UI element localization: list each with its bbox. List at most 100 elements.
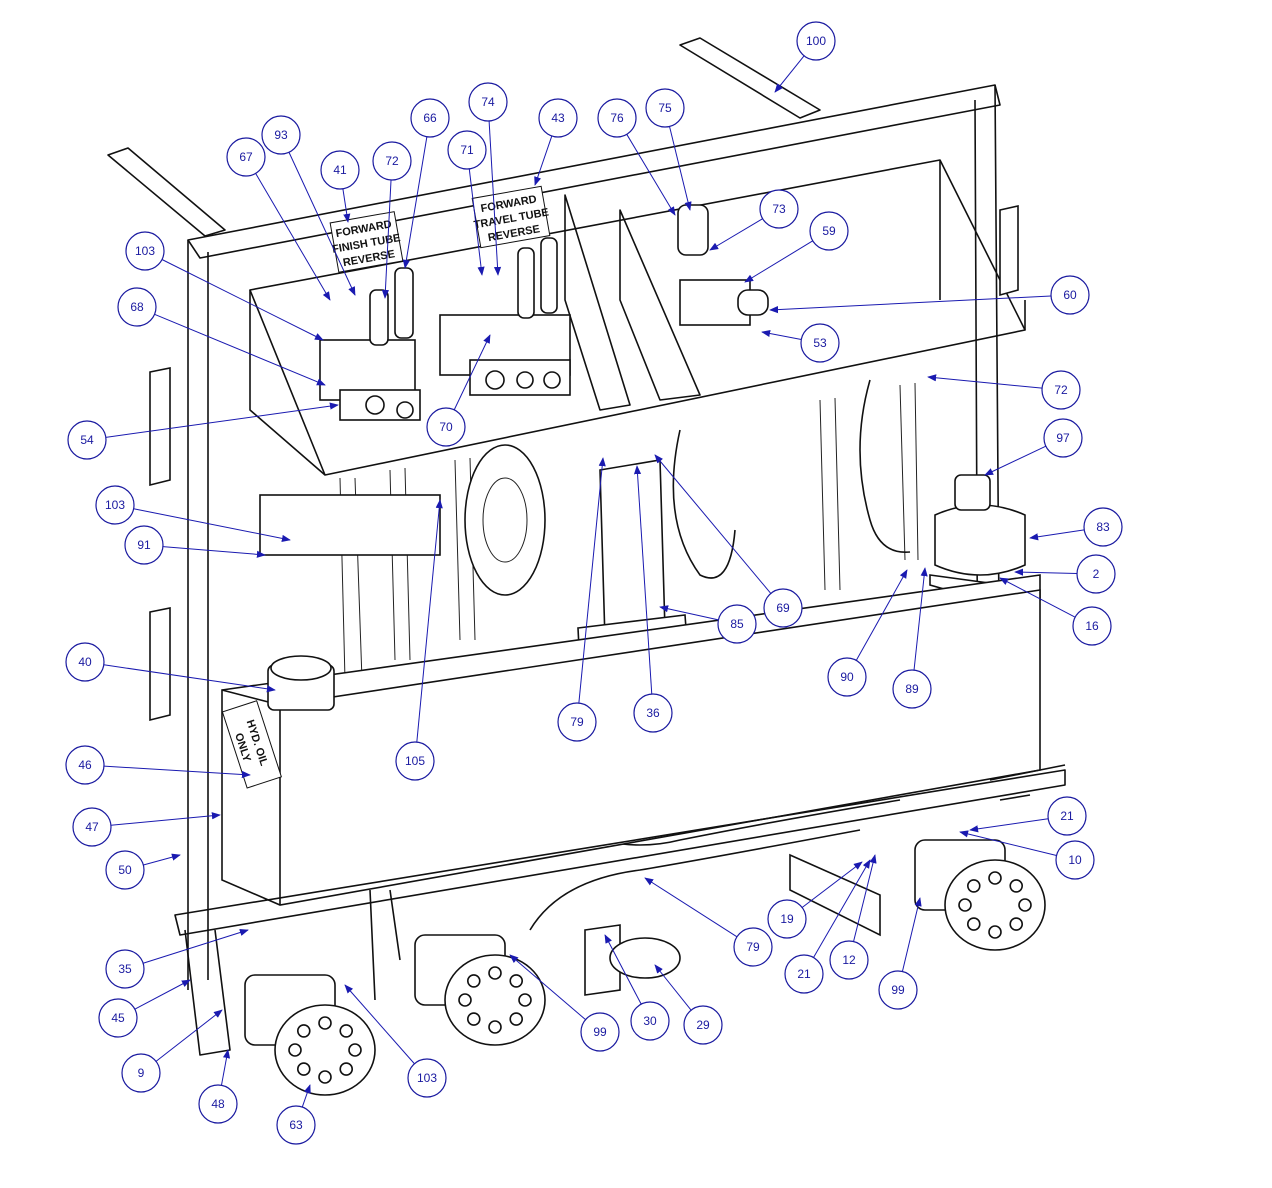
callout-number: 103 [105, 498, 125, 512]
leader-line [744, 240, 814, 283]
leader-line [626, 134, 676, 216]
bolt-icon [348, 1043, 362, 1057]
balloon-circle [796, 21, 836, 61]
leader-line [161, 259, 324, 341]
balloon-circle [878, 970, 918, 1010]
balloon-circle [395, 741, 435, 781]
leader-line [103, 664, 276, 693]
leader-line [855, 569, 908, 661]
valve-block-finish [319, 267, 421, 421]
balloon-circle [117, 287, 157, 327]
leader-line [453, 334, 491, 411]
balloon-circle [829, 940, 869, 980]
callout-number: 30 [643, 1014, 657, 1028]
callout-number: 76 [610, 111, 624, 125]
callout-number: 9 [138, 1066, 145, 1080]
leader-line [633, 465, 653, 695]
bolt-icon [466, 974, 481, 988]
callout-91: 91 [124, 525, 266, 565]
callout-12: 12 [829, 854, 877, 980]
callout-number: 35 [118, 962, 132, 976]
leader-line [154, 313, 326, 386]
callout-number: 71 [460, 143, 474, 157]
balloon-circle [1076, 554, 1116, 594]
callout-number: 12 [842, 953, 856, 967]
callout-9: 9 [121, 1009, 223, 1093]
finish-tube-placard: FORWARD FINISH TUBE REVERSE [329, 211, 404, 273]
leader-line [604, 934, 642, 1005]
callout-number: 45 [111, 1011, 125, 1025]
bolt-icon [318, 1070, 332, 1084]
callout-41: 41 [320, 150, 360, 223]
leader-line [774, 55, 805, 93]
callout-50: 50 [105, 850, 181, 890]
balloon-circle [683, 1005, 723, 1045]
callout-number: 83 [1096, 520, 1110, 534]
balloon-circle [410, 98, 450, 138]
leader-line [853, 854, 877, 942]
callout-103: 103 [344, 984, 447, 1098]
balloon-circle [580, 1012, 620, 1052]
callout-number: 79 [570, 715, 584, 729]
leader-line [509, 954, 586, 1021]
bolt-icon [1009, 879, 1024, 893]
leader-line [644, 877, 738, 938]
callout-67: 67 [226, 137, 331, 301]
callout-97: 97 [984, 418, 1083, 476]
leader-line [654, 964, 692, 1011]
callout-59: 59 [744, 211, 849, 283]
callout-99: 99 [509, 954, 620, 1052]
callout-29: 29 [654, 964, 723, 1045]
leader-line [220, 1049, 231, 1086]
bolt-icon [1009, 917, 1024, 931]
callout-47: 47 [72, 807, 221, 847]
balloon-circle [1083, 507, 1123, 547]
balloon-circle [827, 657, 867, 697]
balloon-circle [759, 189, 799, 229]
callout-number: 79 [746, 940, 760, 954]
callout-number: 21 [797, 967, 811, 981]
balloon-circle [226, 137, 266, 177]
leader-line [342, 188, 351, 223]
bolt-icon [339, 1024, 354, 1038]
leader-line [927, 374, 1043, 389]
leader-line [344, 984, 415, 1065]
callout-76: 76 [597, 98, 676, 216]
callout-number: 73 [772, 202, 786, 216]
leader-line [578, 457, 606, 704]
balloon-circle [124, 525, 164, 565]
callout-43: 43 [534, 98, 578, 186]
bolt-icon [958, 898, 972, 912]
valve-block-travel [439, 237, 571, 396]
callout-number: 40 [78, 655, 92, 669]
bolt-icon [318, 1016, 332, 1030]
callout-35: 35 [105, 929, 249, 989]
leader-line [402, 136, 428, 269]
callout-number: 69 [776, 601, 790, 615]
callout-number: 91 [137, 538, 151, 552]
callout-93: 93 [261, 115, 356, 296]
callout-16: 16 [999, 577, 1112, 646]
callout-79: 79 [557, 457, 606, 742]
callout-number: 59 [822, 224, 836, 238]
leader-line [288, 152, 356, 296]
callout-number: 103 [417, 1071, 437, 1085]
bolt-icon [509, 974, 524, 988]
callout-number: 72 [385, 154, 399, 168]
callout-number: 74 [481, 95, 495, 109]
callout-72: 72 [927, 370, 1081, 410]
machine-line-art: HYD. OIL ONLY FORWARD FINISH TUBE [107, 37, 1066, 1096]
bolt-icon [466, 1012, 481, 1026]
balloon-circle [105, 850, 145, 890]
callout-19: 19 [767, 861, 863, 939]
balloon-circle [809, 211, 849, 251]
callout-90: 90 [827, 569, 908, 697]
leader-line [1029, 529, 1085, 541]
leader-line [110, 812, 221, 826]
callout-number: 105 [405, 754, 425, 768]
callout-63: 63 [276, 1084, 316, 1145]
leader-line [769, 295, 1052, 314]
balloon-circle [733, 927, 773, 967]
callout-number: 70 [439, 420, 453, 434]
